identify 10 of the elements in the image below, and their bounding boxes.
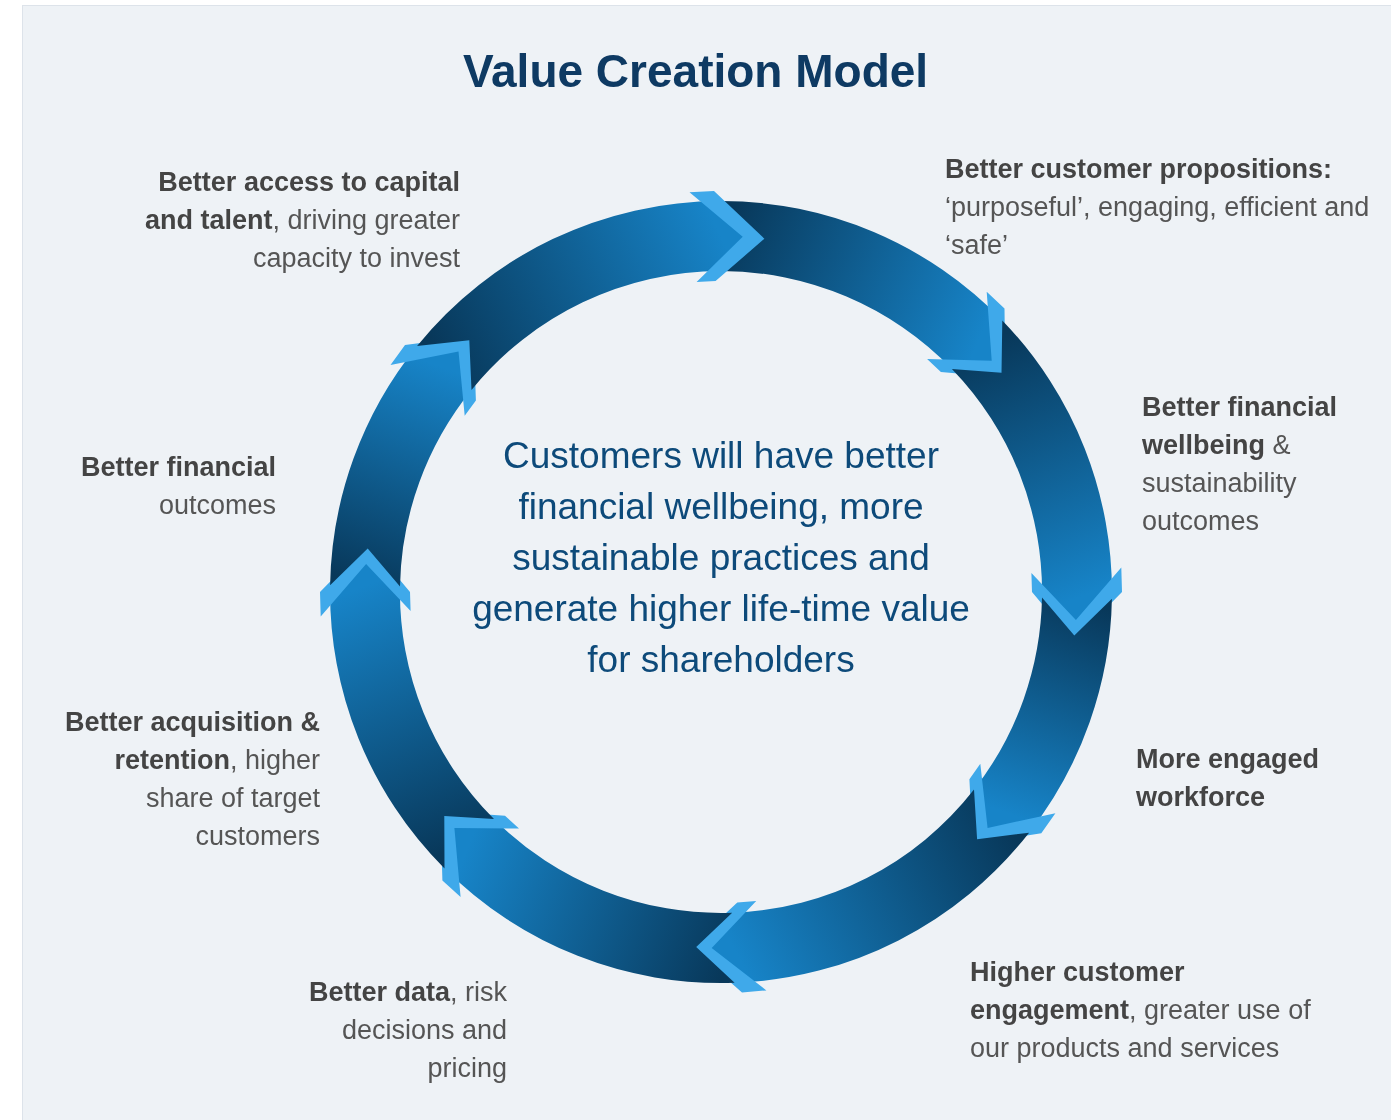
outcome-label: Better acquisition & retention, higher share of target customers bbox=[63, 706, 320, 853]
outcome-label: Better customer propositions: ‘purposeful’, engaging, efficient and ‘safe’ bbox=[945, 153, 1371, 262]
outcome-label: Better financial outcomes bbox=[79, 451, 276, 522]
outcome-label: More engaged workforce bbox=[1136, 743, 1321, 814]
center-statement: Customers will have better financial wellbeing, more sustainable practices and generate higher life-time value for shareholders bbox=[471, 434, 971, 682]
outcome-label: Better access to capital and talent, driving greater capacity to invest bbox=[143, 166, 460, 275]
outcome-label: Higher customer engagement, greater use of our products and services bbox=[970, 956, 1312, 1065]
outcome-label: Better financial wellbeing & sustainability outcomes bbox=[1142, 391, 1339, 538]
outcome-label: Better data, risk decisions and pricing bbox=[307, 976, 507, 1085]
diagram-title: Value Creation Model bbox=[461, 44, 930, 98]
